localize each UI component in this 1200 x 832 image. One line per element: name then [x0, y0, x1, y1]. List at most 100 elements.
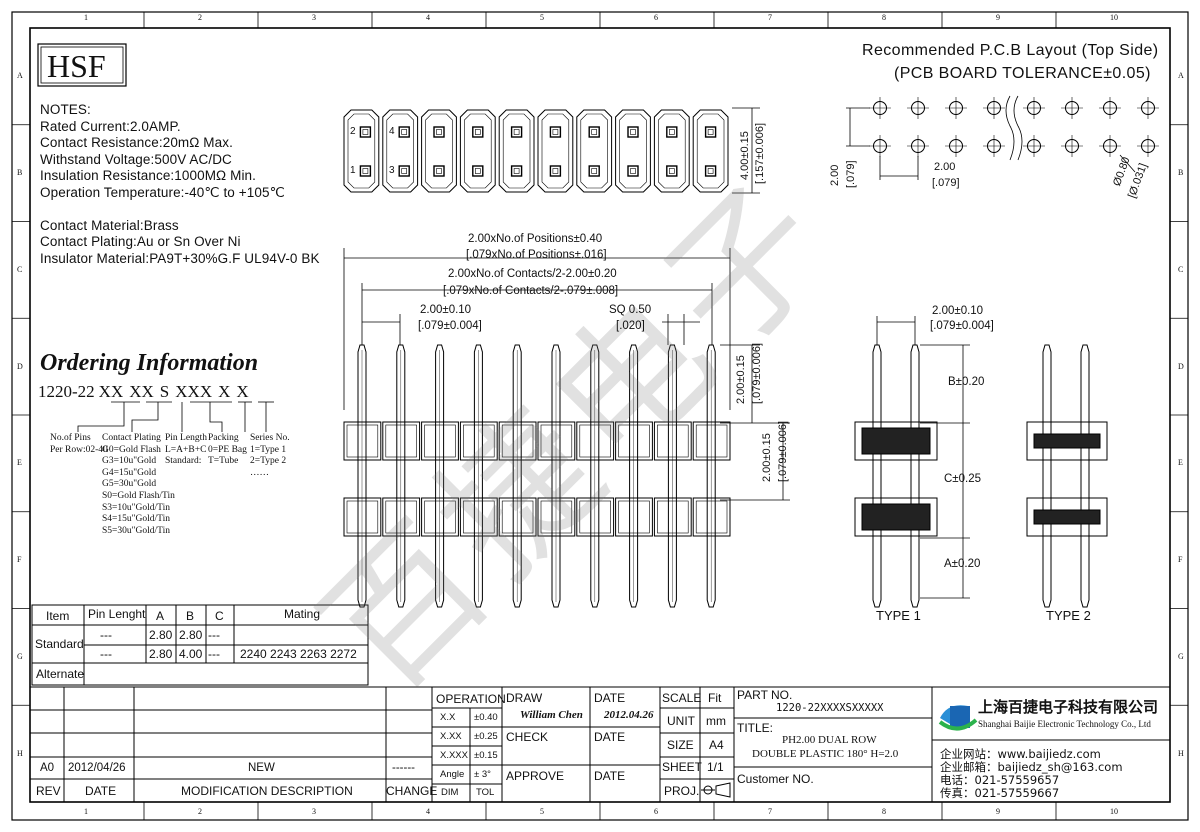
tolerance-value: ±0.40: [474, 712, 498, 723]
pin-table-cell: ---: [208, 647, 220, 661]
housing-cell: [537, 109, 574, 193]
side-pin: [1042, 344, 1052, 608]
title-label: TITLE:: [737, 721, 774, 735]
pin-table-c-header: C: [215, 609, 224, 623]
rev-desc-value: NEW: [248, 762, 275, 774]
front-view-dims: [343, 248, 790, 501]
housing-cell: [692, 109, 729, 193]
pcb-dim-pitch: 2.00: [934, 161, 956, 173]
rev-change-header: CHANGE: [386, 784, 438, 798]
housing-cell: [382, 109, 419, 193]
note-line: Contact Material:Brass: [40, 217, 179, 233]
grid-col-label-top: 3: [312, 13, 316, 22]
grid-row-label-left: F: [17, 555, 22, 565]
pin-square-inner: [668, 129, 675, 135]
housing-cell: [421, 109, 457, 193]
ordering-line: T=Tube: [208, 456, 239, 467]
pin-table-standard-label: Standard: [35, 637, 84, 651]
grid-row-label-left: A: [17, 71, 23, 81]
pin-square: [666, 126, 678, 138]
contact-pin: [396, 344, 406, 608]
grid-col-label-bottom: 2: [198, 807, 202, 816]
part-no-value: 1220-22XXXXSXXXXX: [776, 702, 884, 714]
housing-cell-inner: [464, 113, 492, 189]
title-line-2: DOUBLE PLASTIC 180° H=2.0: [752, 748, 899, 760]
pin-square: [704, 165, 717, 177]
ordering-line: Packing: [208, 433, 239, 443]
pcb-dim-row: 2.00: [829, 164, 841, 186]
pin-square-inner: [401, 168, 408, 174]
company-name-cn: 上海百捷电子科技有限公司: [978, 698, 1159, 716]
pin-square: [359, 165, 372, 177]
front-dim-total: 2.00xNo.of Positions±0.40: [468, 233, 603, 245]
housing-cell: [653, 109, 690, 193]
pin-square: [433, 126, 445, 138]
pin-table-b-header: B: [186, 609, 195, 623]
ordering-line: 0=PE Bag: [208, 444, 247, 455]
insulator-body-inner: [385, 424, 417, 458]
grid-col-label-bottom: 4: [426, 807, 430, 816]
tolerance-dim: X.XXX: [440, 750, 468, 761]
pin-square-inner: [630, 129, 636, 135]
grid-row-label-right: A: [1178, 71, 1184, 81]
rev-header: REV: [36, 784, 61, 798]
check-label: CHECK: [506, 730, 549, 744]
contact-pin: [357, 344, 367, 608]
side-dim-b: B±0.20: [948, 376, 985, 388]
unit-value: mm: [706, 714, 726, 728]
ordering-line: Contact Plating: [102, 433, 161, 443]
pin-table-cell: 4.00: [179, 647, 203, 661]
pn-prefix: 1220-22: [38, 382, 95, 401]
grid-row-label-right: C: [1178, 264, 1184, 274]
insulator-body: [576, 421, 615, 461]
size-label: SIZE: [667, 738, 694, 752]
pin-square-inner: [362, 168, 369, 174]
grid-col-label-bottom: 7: [768, 807, 772, 816]
insulator-body: [653, 497, 692, 537]
grid-col-label-bottom: 5: [540, 807, 544, 816]
projection-symbol: [701, 782, 731, 798]
insulator-body-inner: [657, 500, 689, 534]
pin-label-4: 4: [389, 126, 395, 137]
type2-upper-body: [1026, 421, 1108, 461]
pcb-dim-pitch-inch: [.079]: [932, 177, 960, 189]
ordering-line: S3=10u"Gold/Tin: [102, 502, 171, 513]
ordering-line: No.of Pins: [50, 433, 91, 443]
grid-ticks: [12, 12, 1188, 820]
ordering-line: Per Row:02-40: [50, 444, 108, 455]
type1-upper-body: [854, 421, 938, 461]
insulator-body: [343, 421, 382, 461]
pin-table-cell: ---: [100, 628, 112, 642]
grid-row-label-left: G: [17, 651, 23, 661]
type1-lower-body: [854, 497, 938, 537]
customer-no-label: Customer NO.: [737, 772, 814, 786]
note-line: Insulator Material:PA9T+30%G.F UL94V-0 B…: [40, 250, 320, 266]
contact-pin: [667, 344, 677, 608]
approve-label: APPROVE: [506, 769, 565, 783]
front-dim-contacts-inch: [.079xNo.of Contacts/2-.079±.008]: [443, 285, 619, 297]
front-dim-sq: SQ 0.50: [609, 304, 652, 316]
pin-square: [627, 165, 639, 177]
insulator-body-inner: [657, 424, 689, 458]
note-line: NOTES:: [40, 102, 91, 117]
housing-cell: [615, 109, 651, 193]
front-dim-sq-inch: [.020]: [616, 320, 645, 332]
tol-header: TOL: [476, 787, 495, 798]
insulator-body: [421, 421, 459, 461]
pcb-dims: [846, 95, 1136, 180]
company-website: 企业网站：www.baijiedz.com: [940, 747, 1101, 761]
insulator-body-inner: [579, 500, 611, 534]
side-view-dims: [876, 316, 970, 599]
grid-col-label-top: 8: [882, 13, 886, 22]
pin-table-a-header: A: [156, 609, 165, 623]
grid-row-label-right: F: [1178, 555, 1183, 565]
rev-change-value: ------: [392, 762, 415, 774]
note-line: Contact Plating:Au or Sn Over Ni: [40, 234, 241, 249]
insulator-body-inner: [501, 500, 534, 534]
grid-row-label-right: E: [1178, 458, 1183, 468]
insulator-body: [576, 497, 615, 537]
rev-date-value: 2012/04/26: [68, 762, 126, 774]
pin-square-inner: [474, 129, 481, 135]
